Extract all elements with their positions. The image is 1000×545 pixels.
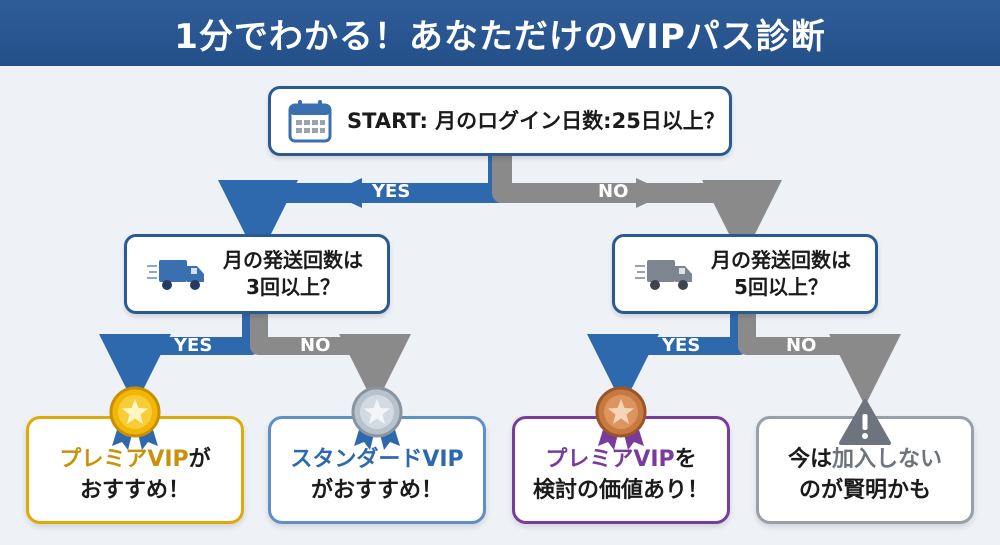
left-no-label: NO — [300, 335, 331, 356]
start-no-arrow — [492, 156, 782, 260]
start-yes-label: YES — [372, 181, 411, 202]
right-yes-label: YES — [662, 335, 701, 356]
right-no-arrow — [738, 314, 901, 406]
start-question: START: 月のログイン日数:25日以上？ — [347, 108, 725, 133]
question-right-line1: 月の発送回数は — [711, 248, 851, 272]
right-no-label: NO — [786, 335, 817, 356]
silver-medal-icon — [351, 386, 403, 450]
question-left-line1: 月の発送回数は — [223, 248, 363, 272]
result-3-line2: 検討の価値あり！ — [532, 478, 709, 504]
calendar-icon — [288, 100, 332, 143]
start-no-label: NO — [598, 181, 629, 202]
question-left: 月の発送回数は 3回以上？ — [124, 234, 390, 314]
result-4-line2: のが賢明かも — [798, 478, 931, 504]
question-right: 月の発送回数は 5回以上？ — [612, 234, 878, 314]
warning-icon — [839, 399, 891, 445]
result-2-line2: がおすすめ！ — [310, 478, 443, 504]
delivery-truck-icon — [147, 260, 204, 290]
result-2-line1: スタンダードVIP — [290, 447, 464, 473]
gold-medal-icon — [109, 386, 161, 450]
left-no-arrow — [250, 314, 411, 406]
bronze-medal-icon — [595, 386, 647, 450]
question-left-line2: 3回以上？ — [246, 275, 340, 299]
title-banner: 1分でわかる！あなただけのVIPパス診断 — [0, 0, 1000, 66]
left-yes-label: YES — [174, 335, 213, 356]
result-1-line1: プレミアVIPが — [59, 447, 211, 473]
delivery-truck-icon — [635, 260, 692, 290]
result-1-line2: おすすめ！ — [79, 478, 190, 504]
question-right-text: 月の発送回数は 5回以上？ — [711, 247, 851, 301]
result-4-line1: 今は加入しない — [787, 447, 943, 473]
question-left-text: 月の発送回数は 3回以上？ — [223, 247, 363, 301]
result-not-recommended: 今は加入しない のが賢明かも — [756, 416, 974, 524]
result-3-line1: プレミアVIPを — [545, 447, 697, 473]
page-title: 1分でわかる！あなただけのVIPパス診断 — [174, 16, 826, 57]
question-right-line2: 5回以上？ — [734, 275, 828, 299]
start-node: START: 月のログイン日数:25日以上？ — [268, 86, 732, 156]
